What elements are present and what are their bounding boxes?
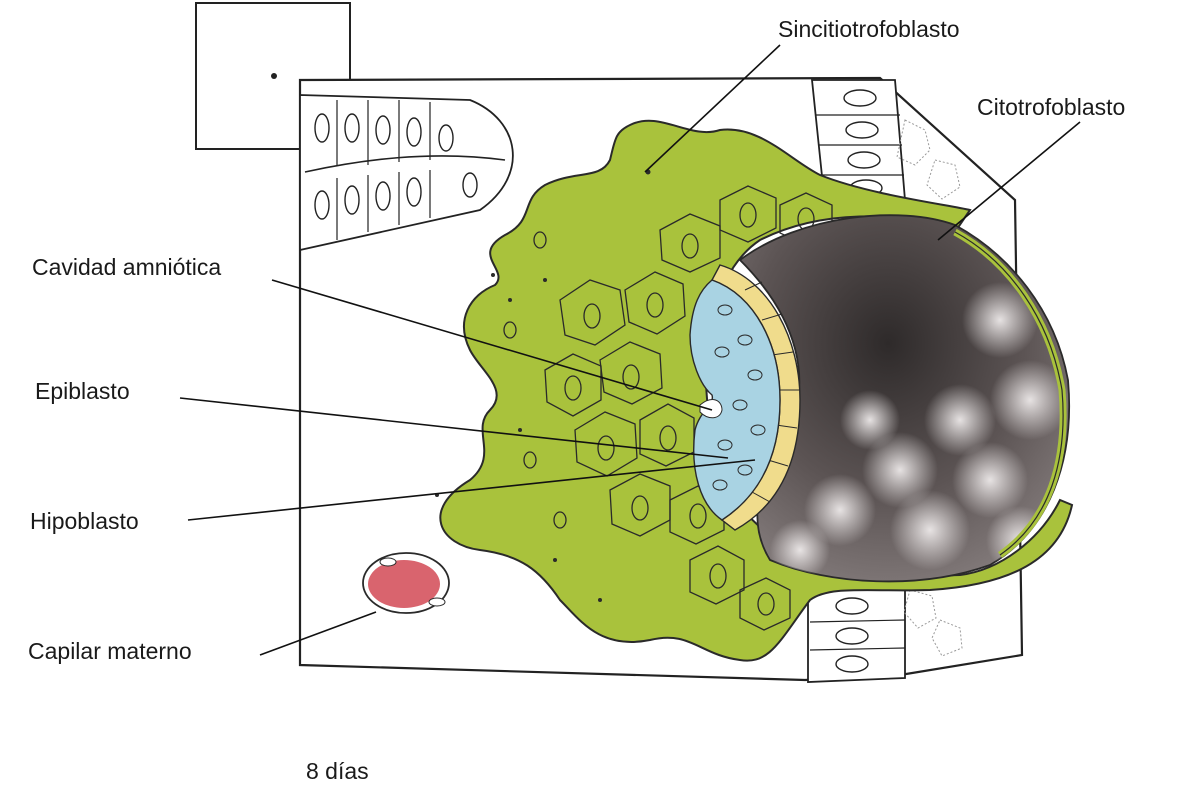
blastocyst-cavity (738, 214, 1070, 583)
cytotrophoblast-cells (503, 185, 833, 631)
uterine-gland-upper (299, 94, 514, 252)
maternal-capillary (362, 552, 450, 614)
label-capilar-materno: Capilar materno (28, 638, 192, 664)
label-hipoblasto: Hipoblasto (30, 508, 139, 534)
uterine-epithelium-right-bottom (807, 583, 906, 683)
endometrial-stroma (896, 119, 963, 657)
leader-lines (179, 44, 1081, 656)
label-citotrofoblasto: Citotrofoblasto (977, 94, 1126, 120)
epiblast (689, 279, 781, 521)
label-sincitiotrofoblasto: Sincitiotrofoblasto (778, 16, 960, 42)
label-epiblasto: Epiblasto (35, 378, 130, 404)
caption-age: 8 días (306, 758, 369, 784)
label-cavidad-amniotica: Cavidad amniótica (32, 254, 222, 280)
syncytial-nuclei (435, 169, 651, 602)
uterine-epithelium-right-top (811, 79, 906, 206)
